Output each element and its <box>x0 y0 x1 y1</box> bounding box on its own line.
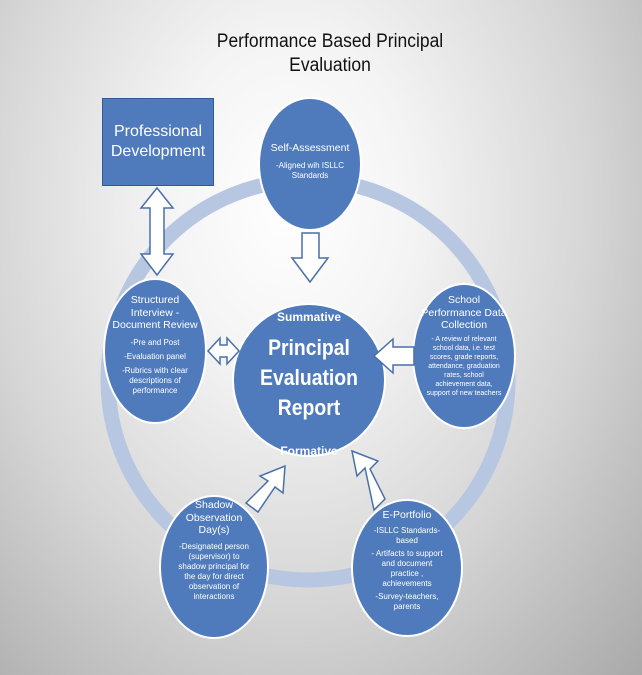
arrow-shadow-observation-to-center <box>244 464 286 514</box>
shadow-observation-heading-1: Shadow <box>195 499 233 511</box>
shadow-observation-circle <box>159 495 269 639</box>
shadow-observation-text: Shadow Observation Day(s) -Designated pe… <box>163 499 265 602</box>
school-performance-item-4: attendance, graduation <box>428 362 500 370</box>
structured-interview-heading-3: Document Review <box>112 319 198 331</box>
arrow-school-performance-to-center <box>372 337 415 375</box>
structured-interview-heading-1: Structured <box>130 294 180 306</box>
structured-interview-item-1: -Pre and Post <box>130 337 180 347</box>
professional-development-line-1: Professional <box>113 123 203 140</box>
school-performance-item-3: scores, grade reports, <box>429 353 499 361</box>
arrow-self-assessment-to-center <box>290 232 330 284</box>
structured-interview-item-5: performance <box>132 385 178 395</box>
structured-interview-heading-2: Interview - <box>130 306 180 319</box>
eportfolio-circle <box>351 499 463 637</box>
center-main-line-2: Evaluation <box>260 365 358 390</box>
self-assessment-item-2: Standards <box>291 170 329 180</box>
shadow-observation-item-3: shadow principal for <box>178 561 250 571</box>
center-summative-label: Summative <box>276 310 342 324</box>
eportfolio-text: E-Portfolio -ISLLC Standards- based - Ar… <box>357 509 457 612</box>
center-circle <box>232 303 386 457</box>
self-assessment-circle <box>258 97 362 231</box>
self-assessment-text: Self-Assessment -Aligned wih ISLLC Stand… <box>265 142 355 181</box>
professional-development-line-2: Development <box>110 143 206 160</box>
structured-interview-text: Structured Interview - Document Review -… <box>107 294 203 396</box>
center-main-title: Principal Evaluation Report <box>247 333 370 423</box>
center-main-line-3: Report <box>277 395 341 420</box>
eportfolio-item-7: -Survey-teachers, <box>375 591 439 601</box>
shadow-observation-item-1: -Designated person <box>179 541 249 551</box>
center-main-line-1: Principal <box>268 335 350 360</box>
structured-interview-item-3: -Rubrics with clear <box>122 365 188 375</box>
eportfolio-item-2: based <box>396 535 418 545</box>
self-assessment-heading: Self-Assessment <box>270 142 350 154</box>
eportfolio-heading: E-Portfolio <box>382 509 432 521</box>
school-performance-heading-1: School <box>447 294 481 306</box>
school-performance-heading-3: Collection <box>440 319 488 331</box>
school-performance-heading-2: Performance Data <box>421 306 507 319</box>
title-line-1: Performance Based Principal <box>216 31 444 52</box>
shadow-observation-item-6: interactions <box>193 591 235 601</box>
shadow-observation-heading-3: Day(s) <box>198 524 230 536</box>
school-performance-item-7: support of new teachers <box>426 389 502 397</box>
school-performance-item-2: school data, i.e. test <box>432 344 496 352</box>
school-performance-item-5: rates, school <box>444 371 484 379</box>
arrow-professional-development-double <box>139 186 175 277</box>
shadow-observation-item-5: observation of <box>188 581 240 591</box>
eportfolio-item-8: parents <box>393 601 421 611</box>
school-performance-item-6: achievement data, <box>435 380 493 388</box>
professional-development-box: Professional Development <box>102 98 214 186</box>
shadow-observation-item-2: (supervisor) to <box>188 551 240 561</box>
school-performance-item-1: - A review of relevant <box>431 335 497 343</box>
shadow-observation-heading-2: Observation <box>185 511 243 524</box>
diagram-title: Performance Based Principal Evaluation <box>174 30 487 78</box>
arrow-structured-interview-center-double <box>206 336 241 366</box>
structured-interview-item-4: descriptions of <box>129 375 181 385</box>
center-formative-label: Formative <box>280 444 338 458</box>
shadow-observation-item-4: the day for direct <box>184 571 244 581</box>
school-performance-text: School Performance Data Collection - A r… <box>416 294 512 398</box>
eportfolio-item-5: practice , <box>390 568 424 578</box>
eportfolio-item-3: - Artifacts to support <box>371 548 443 558</box>
structured-interview-circle <box>103 278 207 424</box>
eportfolio-item-4: and document <box>381 558 433 568</box>
eportfolio-item-6: achievements <box>382 578 432 588</box>
eportfolio-item-1: -ISLLC Standards- <box>373 525 441 535</box>
self-assessment-item-1: -Aligned wih ISLLC <box>275 160 345 170</box>
title-line-2: Evaluation <box>289 55 371 76</box>
structured-interview-item-2: -Evaluation panel <box>124 351 186 361</box>
arrow-eportfolio-to-center <box>350 449 386 512</box>
